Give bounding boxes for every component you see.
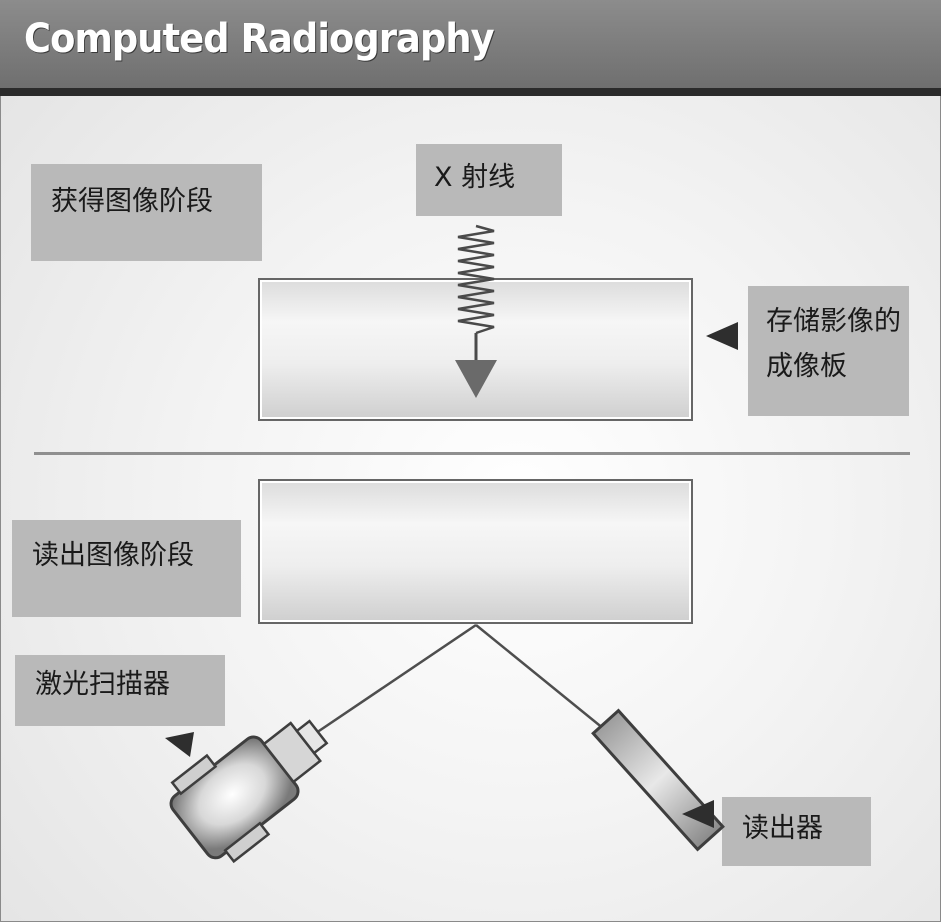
laser-scanner-text: 激光扫描器 <box>35 669 170 700</box>
imaging-plate-text-line1: 存储影像的 <box>766 306 901 337</box>
reader-pointer-icon <box>682 800 714 828</box>
reader-device-icon <box>591 708 725 852</box>
acquisition-stage-text: 获得图像阶段 <box>51 186 213 217</box>
stage-divider <box>34 452 910 455</box>
title-bar: Computed Radiography <box>0 0 941 96</box>
wave-arrow-icon <box>455 224 497 398</box>
laser-scanner-icon <box>169 719 329 864</box>
page-title: Computed Radiography <box>24 16 495 62</box>
laser-beam-left <box>312 623 477 737</box>
reader-label: 读出器 <box>722 797 871 866</box>
imaging-plate-label: 存储影像的 成像板 <box>748 286 909 416</box>
acquisition-stage-label: 获得图像阶段 <box>31 164 262 261</box>
scanner-pointer-icon <box>165 732 194 757</box>
imaging-plate-bottom <box>258 479 693 624</box>
readout-stage-text: 读出图像阶段 <box>32 540 194 571</box>
laser-scanner-label: 激光扫描器 <box>15 655 225 726</box>
xray-text: X 射线 <box>434 162 516 193</box>
imaging-plate-text-line2: 成像板 <box>766 351 847 383</box>
plate-pointer-icon <box>706 322 738 350</box>
xray-label: X 射线 <box>416 144 562 216</box>
reader-text: 读出器 <box>742 813 823 844</box>
readout-stage-label: 读出图像阶段 <box>12 520 241 617</box>
